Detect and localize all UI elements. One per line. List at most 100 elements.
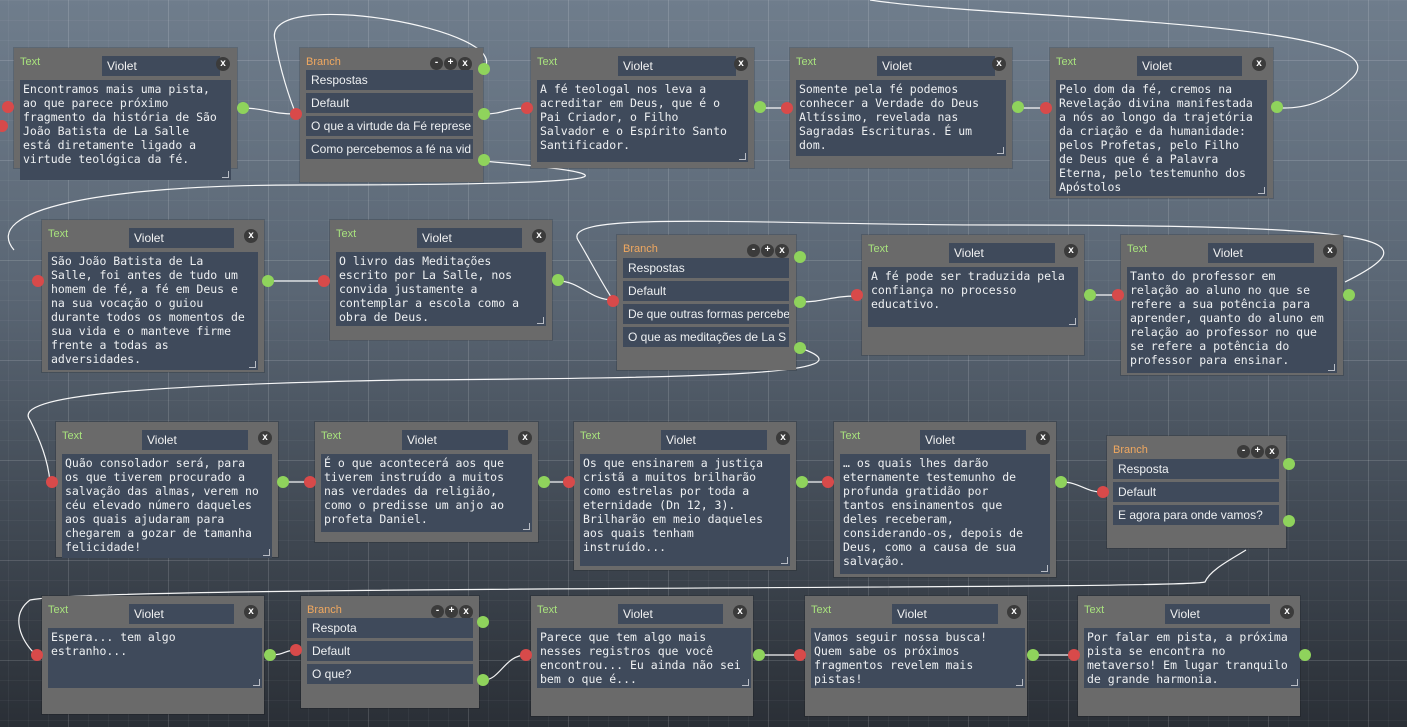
resize-handle-icon[interactable] — [263, 549, 270, 556]
speaker-field[interactable]: Violet — [877, 56, 995, 76]
output-port[interactable] — [1283, 458, 1295, 470]
input-port[interactable] — [1112, 289, 1124, 301]
dialogue-text-area[interactable]: Somente pela fé podemos conhecer a Verda… — [796, 80, 1006, 156]
dialogue-text-area[interactable]: … os quais lhes darão eternamente testem… — [840, 454, 1050, 574]
text-node[interactable]: Text Violet x É o que acontecerá aos que… — [315, 422, 538, 542]
branch-row[interactable]: Default — [307, 641, 473, 661]
close-node-button[interactable]: x — [258, 431, 272, 445]
output-port[interactable] — [1055, 476, 1067, 488]
output-port[interactable] — [1012, 101, 1024, 113]
input-port[interactable] — [563, 476, 575, 488]
branch-row[interactable]: De que outras formas percebe — [623, 304, 789, 324]
input-port[interactable] — [521, 102, 533, 114]
dialogue-text-area[interactable]: Por falar em pista, a próxima pista se e… — [1084, 628, 1300, 688]
dialogue-text-area[interactable]: Espera... tem algo estranho... — [48, 628, 262, 688]
output-port[interactable] — [478, 154, 490, 166]
close-node-button[interactable]: x — [992, 57, 1006, 71]
output-port[interactable] — [552, 274, 564, 286]
speaker-field[interactable]: Violet — [892, 604, 998, 624]
resize-handle-icon[interactable] — [742, 679, 749, 686]
branch-node[interactable]: Branch - + x Resposta Default E agora pa… — [1107, 436, 1286, 548]
input-port[interactable] — [32, 275, 44, 287]
close-node-button[interactable]: x — [216, 57, 230, 71]
branch-row[interactable]: Como percebemos a fé na vid — [306, 139, 473, 159]
branch-row[interactable]: Default — [623, 281, 789, 301]
branch-node[interactable]: Branch - + x Respostas Default De que ou… — [617, 235, 796, 370]
close-node-button[interactable]: x — [776, 431, 790, 445]
branch-node[interactable]: Branch - + x Respostas Default O que a v… — [300, 48, 483, 182]
speaker-field[interactable]: Violet — [618, 604, 723, 624]
input-port[interactable] — [0, 120, 8, 132]
speaker-field[interactable]: Violet — [402, 430, 508, 450]
close-node-button[interactable]: x — [1280, 605, 1294, 619]
dialogue-text-area[interactable]: A fé pode ser traduzida pela confiança n… — [868, 267, 1078, 327]
text-node[interactable]: Text Violet x … os quais lhes darão eter… — [834, 422, 1056, 577]
branch-row[interactable]: O que a virtude da Fé represe — [306, 116, 473, 136]
speaker-field[interactable]: Violet — [1165, 604, 1270, 624]
close-node-button[interactable]: x — [733, 605, 747, 619]
text-node[interactable]: Text Violet x Encontramos mais uma pista… — [14, 48, 237, 180]
close-node-button[interactable]: x — [1323, 244, 1337, 258]
output-port[interactable] — [794, 296, 806, 308]
branch-row[interactable]: Default — [306, 93, 473, 113]
branch-row[interactable]: Resposta — [1113, 459, 1279, 479]
text-node[interactable]: Text Violet x Parece que tem algo mais n… — [531, 596, 753, 716]
dialogue-text-area[interactable]: Pelo dom da fé, cremos na Revelação divi… — [1056, 80, 1267, 196]
remove-branch-button[interactable]: - — [431, 605, 444, 618]
dialogue-text-area[interactable]: Tanto do professor em relação ao aluno n… — [1127, 267, 1337, 373]
close-node-button[interactable]: x — [459, 605, 473, 619]
input-port[interactable] — [290, 108, 302, 120]
input-port[interactable] — [781, 102, 793, 114]
remove-branch-button[interactable]: - — [1237, 445, 1250, 458]
output-port[interactable] — [1271, 101, 1283, 113]
resize-handle-icon[interactable] — [523, 523, 530, 530]
output-port[interactable] — [794, 251, 806, 263]
resize-handle-icon[interactable] — [222, 171, 229, 178]
remove-branch-button[interactable]: - — [747, 244, 760, 257]
resize-handle-icon[interactable] — [781, 557, 788, 564]
resize-handle-icon[interactable] — [1291, 679, 1298, 686]
input-port[interactable] — [607, 295, 619, 307]
text-node[interactable]: Text Violet x Vamos seguir nossa busca! … — [805, 596, 1027, 716]
speaker-field[interactable]: Violet — [129, 228, 234, 248]
input-port[interactable] — [1040, 102, 1052, 114]
input-port[interactable] — [2, 101, 14, 113]
text-node[interactable]: Text Violet x Quão consolador será, para… — [56, 422, 278, 558]
branch-node[interactable]: Branch - + x Respota Default O que? — [301, 596, 479, 708]
speaker-field[interactable]: Violet — [618, 56, 736, 76]
close-node-button[interactable]: x — [244, 229, 258, 243]
speaker-field[interactable]: Violet — [1208, 243, 1314, 263]
output-port[interactable] — [1283, 515, 1295, 527]
branch-row[interactable]: Default — [1113, 482, 1279, 502]
text-node[interactable]: Text Violet x O livro das Meditações esc… — [330, 220, 552, 340]
input-port[interactable] — [46, 476, 58, 488]
remove-branch-button[interactable]: - — [430, 57, 443, 70]
output-port[interactable] — [794, 342, 806, 354]
input-port[interactable] — [31, 649, 43, 661]
output-port[interactable] — [262, 275, 274, 287]
speaker-field[interactable]: Violet — [661, 430, 767, 450]
input-port[interactable] — [1097, 486, 1109, 498]
text-node[interactable]: Text Violet x São João Batista de La Sal… — [42, 220, 264, 372]
output-port[interactable] — [478, 63, 490, 75]
dialogue-text-area[interactable]: Encontramos mais uma pista, ao que parec… — [20, 80, 231, 180]
output-port[interactable] — [477, 616, 489, 628]
text-node[interactable]: Text Violet x A fé pode ser traduzida pe… — [862, 235, 1084, 355]
resize-handle-icon[interactable] — [537, 317, 544, 324]
close-node-button[interactable]: x — [458, 57, 472, 71]
text-node[interactable]: Text Violet x Somente pela fé podemos co… — [790, 48, 1012, 168]
dialogue-text-area[interactable]: Os que ensinarem a justiça cristã a muit… — [580, 454, 790, 566]
dialogue-text-area[interactable]: Parece que tem algo mais nesses registro… — [537, 628, 751, 688]
text-node[interactable]: Text Violet x Por falar em pista, a próx… — [1078, 596, 1300, 716]
dialogue-text-area[interactable]: Vamos seguir nossa busca! Quem sabe os p… — [811, 628, 1025, 688]
branch-row[interactable]: E agora para onde vamos? — [1113, 505, 1279, 525]
branch-row[interactable]: O que? — [307, 664, 473, 684]
close-node-button[interactable]: x — [1252, 57, 1266, 71]
add-branch-button[interactable]: + — [445, 605, 458, 618]
resize-handle-icon[interactable] — [1069, 318, 1076, 325]
input-port[interactable] — [304, 476, 316, 488]
close-node-button[interactable]: x — [1036, 431, 1050, 445]
text-node[interactable]: Text Violet x Os que ensinarem a justiça… — [574, 422, 796, 570]
input-port[interactable] — [520, 649, 532, 661]
output-port[interactable] — [478, 108, 490, 120]
